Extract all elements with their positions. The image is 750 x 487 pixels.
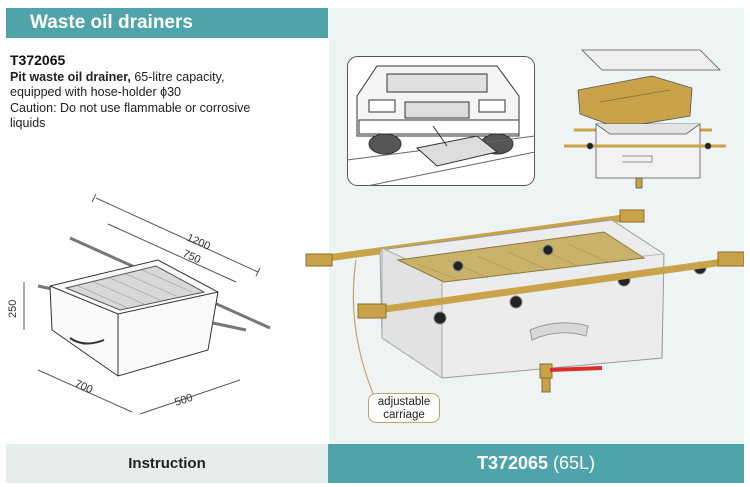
callout-line-1: adjustable	[377, 396, 431, 408]
caution-text: Caution: Do not use flammable or corrosi…	[10, 101, 310, 130]
callout-leader	[352, 259, 375, 397]
header-tab	[6, 8, 328, 38]
strainer-insert	[577, 75, 693, 129]
knob	[542, 244, 554, 256]
dim-line-500	[139, 379, 241, 415]
caution-line-2: liquids	[10, 115, 46, 130]
lid-plate	[581, 49, 721, 71]
dim-line-700	[37, 369, 133, 413]
dim-label-750: 750	[181, 248, 203, 266]
product-capacity: 65-litre capacity,	[130, 70, 225, 84]
footer-product-code: T372065 (65L)	[328, 444, 744, 483]
product-hose-holder: equipped with hose-holder ϕ30	[10, 84, 182, 99]
dim-label-250: 250	[8, 300, 19, 318]
car-wheel-left	[368, 133, 402, 155]
knob	[452, 260, 464, 272]
valve-handle	[549, 366, 603, 372]
callout-adjustable-carriage: adjustable carriage	[368, 393, 440, 423]
knob	[509, 295, 523, 309]
technical-drawing: 1200 750 250 700 500	[8, 193, 271, 415]
instruction-label: Instruction	[128, 455, 206, 472]
front-carriage-bar-main	[363, 256, 739, 316]
tray-handle-main	[529, 322, 589, 341]
pit-usage-illustration	[347, 56, 535, 186]
footer-code: T372065	[476, 453, 549, 473]
dim-label-500: 500	[173, 392, 194, 409]
callout-line-2: carriage	[383, 409, 425, 421]
footer-capacity: (65L)	[548, 453, 596, 473]
footer-instruction[interactable]: Instruction	[6, 444, 328, 483]
product-description: Pit waste oil drainer, 65-litre capacity…	[10, 70, 310, 99]
product-name: Pit waste oil drainer,	[10, 70, 131, 84]
tray-handle	[69, 337, 105, 345]
exploded-view	[564, 49, 726, 189]
footer-product-label: T372065 (65L)	[328, 444, 744, 483]
main-product-illustration	[305, 209, 744, 397]
caution-line-1: Caution: Do not use flammable or corrosi…	[10, 101, 251, 115]
knob	[433, 311, 447, 325]
pit-tray	[415, 135, 499, 167]
page-title: Waste oil drainers	[30, 12, 193, 33]
tray-mesh	[64, 265, 206, 311]
dim-line-1200	[95, 197, 259, 273]
dim-line-750	[107, 223, 237, 283]
product-code: T372065	[10, 52, 66, 68]
